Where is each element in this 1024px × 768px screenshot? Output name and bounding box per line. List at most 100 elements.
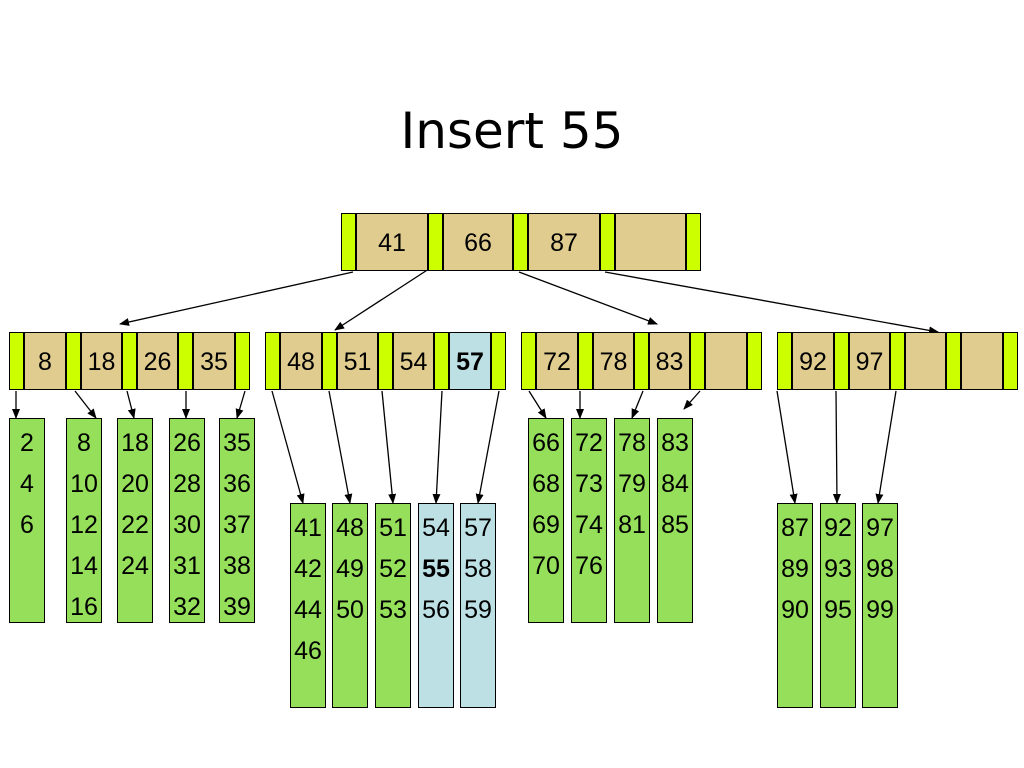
leaf-value: 73	[575, 470, 603, 498]
leaf-value: 49	[336, 555, 364, 583]
leaf-value: 79	[618, 470, 646, 498]
pointer-arrow	[334, 264, 436, 331]
leaf-node: 92 93 95	[820, 503, 856, 708]
leaf-value: 57	[464, 514, 492, 542]
pointer-slot	[686, 213, 701, 271]
leaf-value: 30	[173, 511, 201, 539]
leaf-value: 85	[661, 511, 689, 539]
leaf-value: 69	[532, 511, 560, 539]
leaf-value: 56	[422, 596, 450, 624]
pointer-slot	[341, 213, 356, 271]
leaf-value: 44	[294, 596, 322, 624]
pointer-arrow	[683, 390, 701, 410]
pointer-arrow	[776, 390, 798, 504]
pointer-slot	[634, 332, 649, 390]
pointer-slot	[690, 332, 705, 390]
pointer-slot	[322, 332, 337, 390]
leaf-value: 48	[336, 514, 364, 542]
pointer-arrow	[518, 271, 658, 325]
leaf-value: 12	[70, 511, 98, 539]
key-cell	[615, 213, 686, 271]
leaf-value: 20	[121, 470, 149, 498]
leaf-value: 16	[70, 593, 98, 621]
leaf-value: 92	[824, 514, 852, 542]
pointer-arrow	[381, 390, 397, 504]
leaf-node: 57 58 59	[460, 503, 496, 708]
pointer-slot	[834, 332, 849, 390]
key-cell: 92	[792, 332, 834, 390]
pointer-arrow	[875, 390, 897, 504]
pointer-arrow	[126, 390, 136, 419]
leaf-value: 32	[173, 593, 201, 621]
pointer-arrow	[74, 390, 97, 419]
key-cell: 83	[649, 332, 690, 390]
key-cell: 35	[193, 332, 235, 390]
pointer-slot	[521, 332, 536, 390]
leaf-value: 26	[173, 429, 201, 457]
leaf-value: 6	[20, 511, 34, 539]
leaf-value: 54	[422, 514, 450, 542]
pointer-slot	[178, 332, 193, 390]
leaf-value: 31	[173, 552, 201, 580]
leaf-value: 95	[824, 596, 852, 624]
key-cell: 51	[337, 332, 378, 390]
pointer-slot	[513, 213, 528, 271]
leaf-value: 93	[824, 555, 852, 583]
leaf-value: 66	[532, 429, 560, 457]
leaf-value: 70	[532, 552, 560, 580]
leaf-value: 4	[20, 470, 34, 498]
leaf-node: 26 28 30 31 32	[169, 418, 205, 623]
key-cell: 26	[137, 332, 178, 390]
pointer-arrow	[631, 390, 644, 419]
leaf-value: 2	[20, 429, 34, 457]
leaf-value: 52	[379, 555, 407, 583]
key-cell: 87	[528, 213, 600, 271]
leaf-value: 84	[661, 470, 689, 498]
pointer-slot	[578, 332, 593, 390]
leaf-value: 89	[781, 555, 809, 583]
key-cell	[905, 332, 946, 390]
leaf-value: 58	[464, 555, 492, 583]
pointer-slot	[428, 213, 443, 271]
pointer-arrow	[328, 390, 353, 504]
pointer-slot	[122, 332, 137, 390]
leaf-value: 37	[223, 511, 251, 539]
leaf-value: 59	[464, 596, 492, 624]
pointer-slot	[434, 332, 449, 390]
pointer-slot	[777, 332, 792, 390]
pointer-arrow	[432, 390, 443, 504]
pointer-arrow	[271, 390, 305, 504]
key-cell: 66	[443, 213, 513, 271]
pointer-arrow	[528, 390, 547, 419]
leaf-value: 24	[121, 552, 149, 580]
slide-title: Insert 55	[400, 102, 624, 160]
pointer-slot	[378, 332, 393, 390]
key-cell: 48	[280, 332, 322, 390]
leaf-value: 10	[70, 470, 98, 498]
leaf-value: 8	[77, 429, 91, 457]
leaf-value: 28	[173, 470, 201, 498]
key-cell: 72	[536, 332, 578, 390]
pointer-slot	[491, 332, 506, 390]
leaf-value: 76	[575, 552, 603, 580]
key-cell: 41	[356, 213, 428, 271]
leaf-value: 22	[121, 511, 149, 539]
pointer-arrow	[604, 271, 939, 335]
leaf-value: 46	[294, 637, 322, 665]
leaf-value: 78	[618, 429, 646, 457]
key-cell: 54	[393, 332, 434, 390]
leaf-value: 87	[781, 514, 809, 542]
leaf-value: 39	[223, 593, 251, 621]
pointer-slot	[9, 332, 24, 390]
pointer-slot	[600, 213, 615, 271]
pointer-slot	[890, 332, 905, 390]
key-cell	[705, 332, 747, 390]
